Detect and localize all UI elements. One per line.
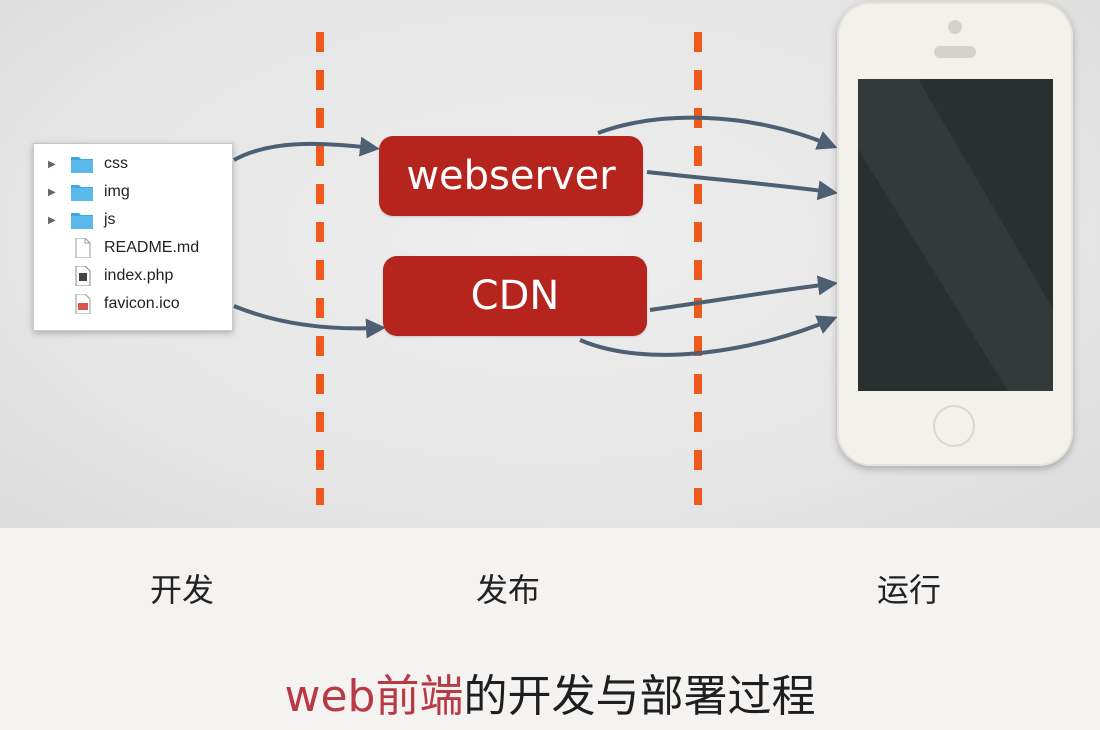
phone-home-button-icon bbox=[933, 405, 975, 447]
arrow-cdn-to-phone-2 bbox=[579, 315, 838, 357]
file-row-favicon[interactable]: ▶ favicon.ico bbox=[34, 290, 232, 318]
file-row-js[interactable]: ▶ js bbox=[34, 206, 232, 234]
file-name: favicon.ico bbox=[104, 295, 180, 312]
arrow-files-to-cdn bbox=[233, 304, 386, 339]
cdn-box: CDN bbox=[383, 256, 647, 336]
file-tree-panel: ▶ css ▶ img ▶ js ▶ README.md bbox=[33, 143, 233, 331]
expand-triangle-icon[interactable]: ▶ bbox=[48, 214, 56, 226]
php-file-icon bbox=[70, 265, 94, 287]
phone-speaker-icon bbox=[934, 46, 976, 58]
phone-camera-icon bbox=[948, 20, 962, 34]
file-name: README.md bbox=[104, 239, 200, 256]
stage-label-publish: 发布 bbox=[476, 571, 541, 609]
file-row-index-php[interactable]: ▶ index.php bbox=[34, 262, 232, 290]
arrow-webserver-to-phone-2 bbox=[646, 170, 838, 201]
folder-icon bbox=[70, 210, 94, 230]
caption-rest: 的开发与部署过程 bbox=[463, 671, 816, 722]
document-icon bbox=[70, 237, 94, 259]
folder-icon bbox=[70, 182, 94, 202]
diagram-stage: ▶ css ▶ img ▶ js ▶ README.md bbox=[0, 0, 1100, 528]
stage-label-run: 运行 bbox=[877, 571, 942, 609]
diagram-overlay bbox=[233, 32, 838, 505]
arrow-cdn-to-phone-1 bbox=[649, 275, 838, 312]
file-row-img[interactable]: ▶ img bbox=[34, 178, 232, 206]
file-name: js bbox=[104, 211, 116, 228]
stage-label-dev: 开发 bbox=[150, 571, 215, 609]
file-row-readme[interactable]: ▶ README.md bbox=[34, 234, 232, 262]
expand-triangle-icon[interactable]: ▶ bbox=[48, 186, 56, 198]
caption-highlight: web前端 bbox=[284, 671, 464, 722]
file-row-css[interactable]: ▶ css bbox=[34, 150, 232, 178]
caption: web前端的开发与部署过程 bbox=[0, 660, 1100, 724]
file-name: img bbox=[104, 183, 130, 200]
expand-triangle-icon[interactable]: ▶ bbox=[48, 158, 56, 170]
arrow-files-to-webserver bbox=[233, 136, 380, 162]
file-name: css bbox=[104, 155, 128, 172]
file-name: index.php bbox=[104, 267, 174, 284]
arrow-webserver-to-phone-1 bbox=[597, 115, 838, 150]
folder-icon bbox=[70, 154, 94, 174]
phone-illustration bbox=[837, 2, 1073, 466]
webserver-box: webserver bbox=[379, 136, 643, 216]
phone-screen bbox=[858, 79, 1053, 391]
ico-file-icon bbox=[70, 293, 94, 315]
